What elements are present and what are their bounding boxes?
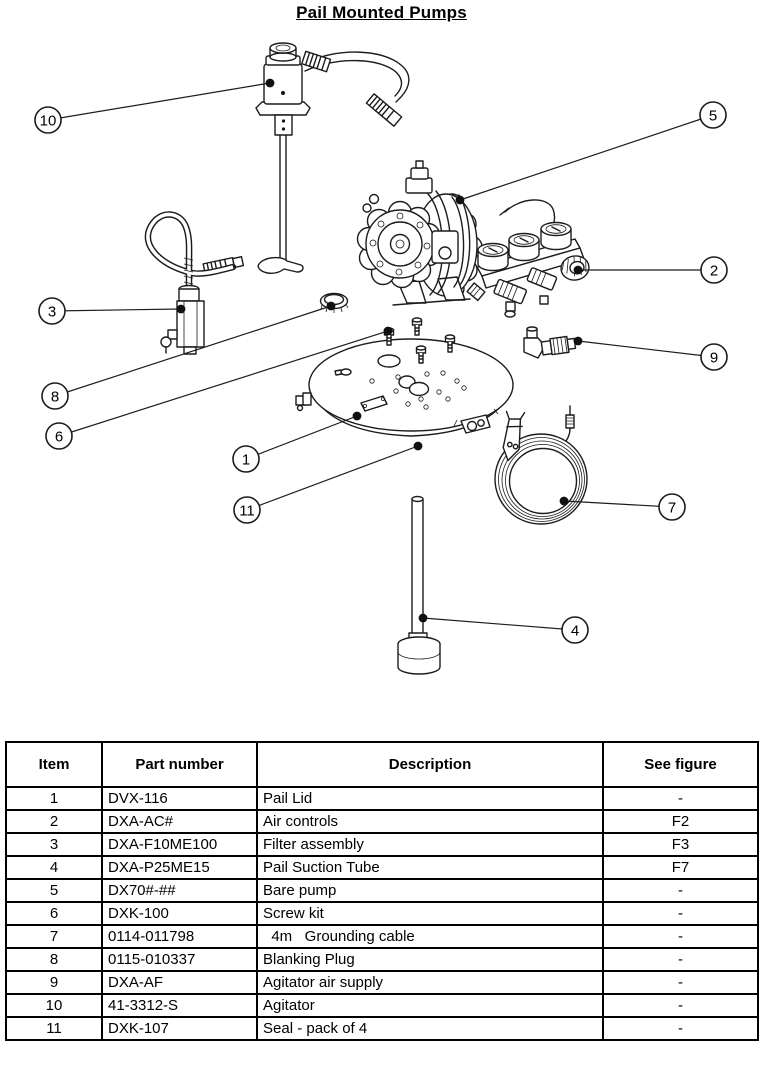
cell-see-figure: -	[602, 970, 759, 995]
agitator-part	[255, 42, 410, 274]
callout-5: 5	[699, 101, 727, 129]
svg-text:1: 1	[242, 452, 250, 469]
cell-description: 4m Grounding cable	[256, 924, 604, 949]
cell-item: 3	[5, 832, 103, 857]
callout-6: 6	[45, 422, 73, 450]
svg-text:4: 4	[571, 623, 579, 640]
svg-text:8: 8	[51, 389, 59, 406]
cell-part-number: DVX-116	[101, 786, 258, 811]
col-header-item: Item	[5, 741, 103, 788]
cell-see-figure: -	[602, 993, 759, 1018]
gauge-2	[508, 232, 540, 262]
col-header-see-figure: See figure	[602, 741, 759, 788]
header-row: Item Part number Description See figure	[5, 741, 759, 788]
svg-text:9: 9	[710, 350, 718, 367]
cell-see-figure: F7	[602, 855, 759, 880]
suction-tube-part	[397, 495, 441, 675]
cell-item: 7	[5, 924, 103, 949]
svg-text:6: 6	[55, 429, 63, 446]
svg-text:10: 10	[40, 113, 57, 130]
leader-lines	[47, 82, 715, 631]
page-title: Pail Mounted Pumps	[296, 3, 467, 22]
pail-lid-part	[295, 338, 514, 437]
bare-pump-part	[356, 160, 483, 306]
cell-part-number: 41-3312-S	[101, 993, 258, 1018]
svg-text:7: 7	[668, 500, 676, 517]
cell-item: 5	[5, 878, 103, 903]
cell-item: 9	[5, 970, 103, 995]
col-header-description: Description	[256, 741, 604, 788]
cell-description: Pail Suction Tube	[256, 855, 604, 880]
cell-see-figure: -	[602, 947, 759, 972]
cell-see-figure: F3	[602, 832, 759, 857]
svg-text:5: 5	[709, 108, 717, 125]
callout-7: 7	[658, 493, 686, 521]
cell-part-number: DXA-P25ME15	[101, 855, 258, 880]
cell-see-figure: -	[602, 901, 759, 926]
cell-see-figure: -	[602, 878, 759, 903]
cell-part-number: DXA-AC#	[101, 809, 258, 834]
cell-see-figure: F2	[602, 809, 759, 834]
cell-description: Agitator	[256, 993, 604, 1018]
cell-see-figure: -	[602, 786, 759, 811]
gauge-1	[477, 242, 509, 272]
cell-item: 11	[5, 1016, 103, 1041]
svg-text:3: 3	[48, 304, 56, 321]
air-controls-part	[466, 199, 590, 318]
cell-description: Agitator air supply	[256, 970, 604, 995]
cell-item: 2	[5, 809, 103, 834]
svg-text:11: 11	[239, 503, 255, 520]
svg-text:2: 2	[710, 263, 718, 280]
cell-part-number: DXA-F10ME100	[101, 832, 258, 857]
callout-11: 11	[233, 496, 261, 524]
leader-dots	[176, 78, 583, 623]
col-header-part-number: Part number	[101, 741, 258, 788]
cell-item: 4	[5, 855, 103, 880]
callout-2: 2	[700, 256, 728, 284]
exploded-diagram: 1 2 3 4 5 6 7 8 9 10 11	[34, 42, 728, 675]
gauge-3	[540, 221, 572, 251]
cell-description: Screw kit	[256, 901, 604, 926]
cell-part-number: DX70#-##	[101, 878, 258, 903]
cell-see-figure: -	[602, 1016, 759, 1041]
cell-description: Seal - pack of 4	[256, 1016, 604, 1041]
cell-description: Filter assembly	[256, 832, 604, 857]
callout-1: 1	[232, 445, 260, 473]
cell-part-number: 0115-010337	[101, 947, 258, 972]
cell-part-number: DXK-100	[101, 901, 258, 926]
callout-9: 9	[700, 343, 728, 371]
callout-10: 10	[34, 106, 62, 134]
agitator-air-supply-part	[523, 326, 577, 359]
cell-part-number: 0114-011798	[101, 924, 258, 949]
cell-item: 10	[5, 993, 103, 1018]
cell-description: Pail Lid	[256, 786, 604, 811]
cell-see-figure: -	[602, 924, 759, 949]
callout-3: 3	[38, 297, 66, 325]
cell-description: Blanking Plug	[256, 947, 604, 972]
callout-8: 8	[41, 382, 69, 410]
grounding-cable-part	[494, 405, 588, 525]
cell-item: 6	[5, 901, 103, 926]
cell-item: 1	[5, 786, 103, 811]
cell-item: 8	[5, 947, 103, 972]
parts-table: Item Part number Description See figure …	[5, 741, 759, 1041]
filter-assembly-part	[144, 211, 245, 355]
cell-description: Bare pump	[256, 878, 604, 903]
cell-part-number: DXA-AF	[101, 970, 258, 995]
cell-part-number: DXK-107	[101, 1016, 258, 1041]
callout-4: 4	[561, 616, 589, 644]
cell-description: Air controls	[256, 809, 604, 834]
